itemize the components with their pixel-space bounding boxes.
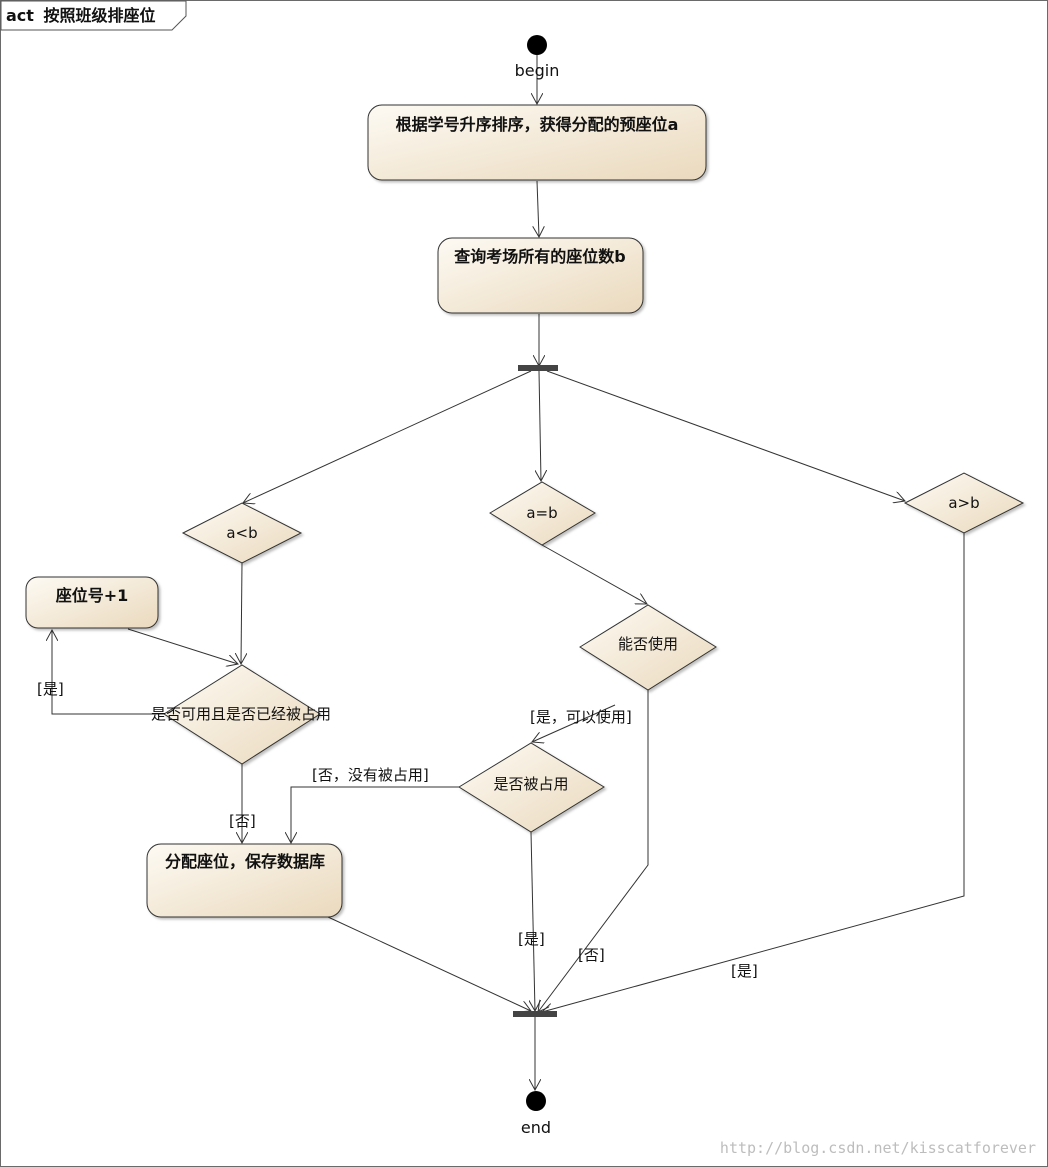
join-bar <box>513 1011 557 1017</box>
guard-no-not-occupied: [否，没有被占用] <box>312 766 429 784</box>
edge-check-yes-loop <box>52 630 164 715</box>
decision-equal: a=b <box>489 481 596 546</box>
decision-less-label: a<b <box>226 524 257 542</box>
edge-increment-to-check <box>127 628 238 664</box>
decision-check-available-label: 是否可用且是否已经被占用 <box>151 705 331 723</box>
guard-yes-can-use: [是，可以使用] <box>530 708 632 726</box>
edge-canuse-yes <box>532 704 616 742</box>
decision-check-available: 是否可用且是否已经被占用 <box>151 664 331 765</box>
edge-canuse-no <box>538 690 649 1012</box>
decision-greater: a>b <box>903 472 1025 534</box>
final-node <box>526 1091 546 1111</box>
edge-sort-to-query <box>537 180 539 237</box>
edge-greater-yes <box>542 533 965 1012</box>
watermark: http://blog.csdn.net/kisscatforever <box>720 1139 1036 1157</box>
edge-assign-to-join <box>327 916 531 1011</box>
action-sort: 根据学号升序排序，获得分配的预座位a <box>367 104 707 181</box>
action-query: 查询考场所有的座位数b <box>437 237 644 314</box>
begin-label: begin <box>515 61 560 80</box>
guard-no-cannot-use: [否] <box>578 946 605 964</box>
initial-node <box>527 35 547 55</box>
guard-yes-loop: [是] <box>37 680 64 698</box>
decision-equal-label: a=b <box>526 504 557 522</box>
edges <box>52 55 965 1090</box>
decision-is-occupied: 是否被占用 <box>458 742 605 833</box>
edge-fork-to-greater <box>546 370 905 501</box>
edge-fork-to-less <box>243 370 532 503</box>
frame-keyword: act <box>6 6 34 25</box>
guard-yes-occupied: [是] <box>518 930 545 948</box>
decision-can-use-label: 能否使用 <box>618 635 678 653</box>
action-query-label: 查询考场所有的座位数b <box>454 247 625 266</box>
fork-bar <box>518 365 558 371</box>
edge-fork-to-equal <box>539 370 541 481</box>
action-sort-label: 根据学号升序排序，获得分配的预座位a <box>396 115 679 134</box>
guard-yes-greater: [是] <box>731 962 758 980</box>
frame-title-text: 按照班级排座位 <box>44 6 156 25</box>
action-assign-label: 分配座位，保存数据库 <box>165 852 325 871</box>
edge-occupied-yes <box>531 831 535 1011</box>
guards: [是] [否] [是，可以使用] [否，没有被占用] [是] [否] [是] <box>37 680 758 980</box>
decision-greater-label: a>b <box>948 494 979 512</box>
decision-is-occupied-label: 是否被占用 <box>493 775 568 793</box>
edge-less-to-check <box>241 562 242 664</box>
edge-occupied-no <box>291 786 459 843</box>
guard-no-assign: [否] <box>229 812 256 830</box>
edge-equal-to-canuse <box>541 544 647 604</box>
end-label: end <box>521 1118 551 1137</box>
action-assign: 分配座位，保存数据库 <box>146 843 343 918</box>
action-seat-increment: 座位号+1 <box>25 576 159 629</box>
frame-title: act 按照班级排座位 <box>6 6 156 25</box>
action-seat-increment-label: 座位号+1 <box>55 586 129 605</box>
frame-title-tab: act 按照班级排座位 <box>0 0 187 31</box>
decision-can-use: 能否使用 <box>579 604 717 691</box>
decision-less: a<b <box>181 502 303 564</box>
